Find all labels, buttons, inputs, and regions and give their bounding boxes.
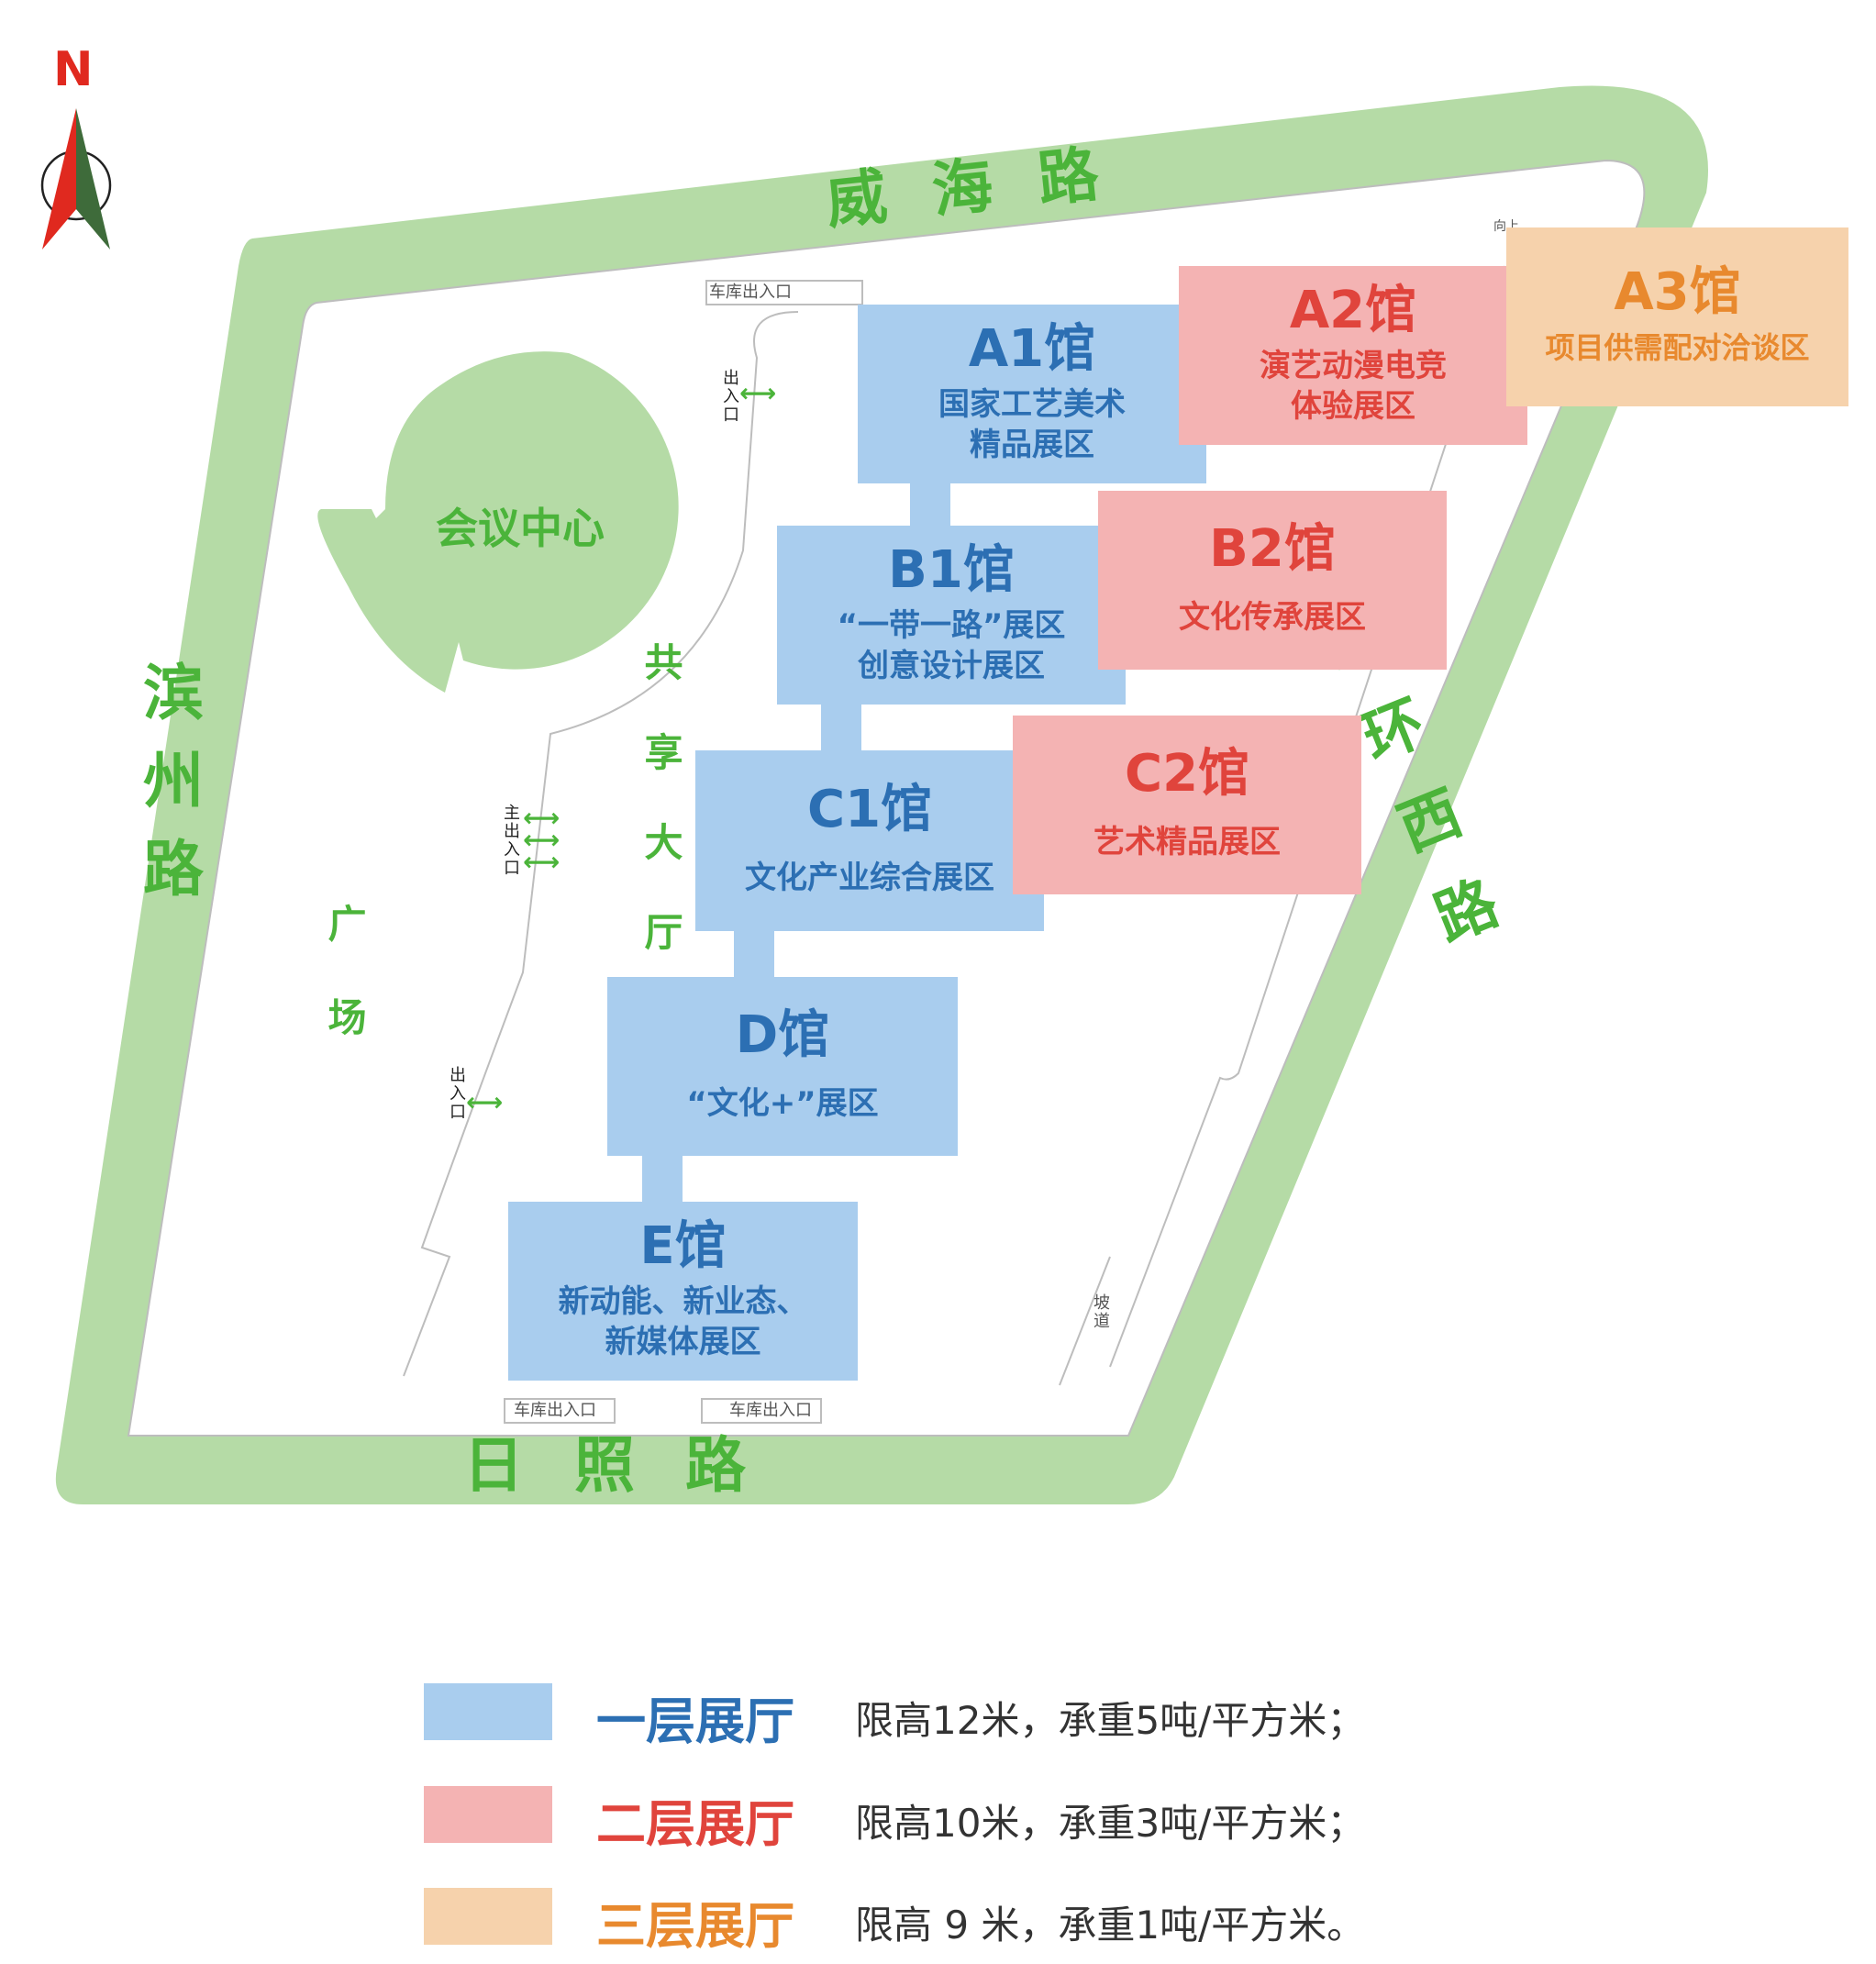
hall-a1-title: A1馆 xyxy=(968,318,1096,379)
hall-a2[interactable]: A2馆 演艺动漫电竞 体验展区 xyxy=(1179,266,1527,445)
hall-b2-line-1: 文化传承展区 xyxy=(1179,598,1366,636)
lobby-label: 共享大厅 xyxy=(638,642,683,1002)
compass-label: N xyxy=(53,42,94,97)
legend-desc-floor-2: 限高10米，承重3吨/平方米； xyxy=(855,1801,1366,1846)
garage-marker-south-2 xyxy=(701,1398,822,1424)
legend-swatch-floor-1 xyxy=(424,1683,552,1740)
hall-c2[interactable]: C2馆 艺术精品展区 xyxy=(1013,716,1361,894)
connector-b1-c1 xyxy=(821,702,861,752)
hall-c1-line-1: 文化产业综合展区 xyxy=(745,859,994,896)
hall-e[interactable]: E馆 新动能、新业态、 新媒体展区 xyxy=(508,1202,858,1381)
hall-a1-line-2: 精品展区 xyxy=(970,426,1094,463)
hall-b1-line-2: 创意设计展区 xyxy=(858,647,1045,684)
hall-b1-line-1: “一带一路”展区 xyxy=(837,606,1066,644)
main-entrance-arrow-2: ⟷ xyxy=(523,825,561,855)
connector-d-e xyxy=(642,1153,683,1204)
hall-d-title: D馆 xyxy=(735,1005,830,1065)
plaza-label: 广场 xyxy=(322,904,367,1091)
legend-title-floor-1: 一层展厅 xyxy=(596,1692,794,1750)
ramp-label: 坡道 xyxy=(1091,1293,1110,1330)
garage-entrance-south-2: 车库出入口 xyxy=(729,1401,812,1420)
ramp-line xyxy=(1059,1256,1111,1386)
entrance-arrow-north: ⟷ xyxy=(739,378,777,408)
hall-a1-line-1: 国家工艺美术 xyxy=(938,385,1126,423)
hall-b1-title: B1馆 xyxy=(888,539,1015,600)
hall-e-line-1: 新动能、新业态、 xyxy=(558,1282,808,1320)
garage-entrance-south-1: 车库出入口 xyxy=(514,1401,596,1420)
hall-b2[interactable]: B2馆 文化传承展区 xyxy=(1098,491,1447,670)
hall-c1[interactable]: C1馆 文化产业综合展区 xyxy=(695,750,1044,931)
main-entrance-arrow-3: ⟷ xyxy=(523,847,561,877)
east-drive xyxy=(1109,265,1505,1368)
hall-b2-title: B2馆 xyxy=(1209,519,1336,579)
hall-d-line-1: “文化+”展区 xyxy=(686,1084,879,1122)
hall-a2-line-1: 演艺动漫电竞 xyxy=(1260,347,1447,384)
legend-desc-floor-3: 限高 9 米，承重1吨/平方米。 xyxy=(855,1903,1366,1947)
main-entrance-label: 主出入口 xyxy=(501,804,520,877)
main-entrance-arrow-1: ⟷ xyxy=(523,803,561,833)
road-south: 日照路 xyxy=(463,1430,796,1501)
hall-a3-title: A3馆 xyxy=(1614,262,1741,323)
hall-c2-line-1: 艺术精品展区 xyxy=(1093,823,1281,860)
hall-a2-title: A2馆 xyxy=(1289,280,1417,340)
hall-e-title: E馆 xyxy=(639,1215,727,1276)
connector-a1-b1 xyxy=(910,482,950,527)
hall-a1[interactable]: A1馆 国家工艺美术 精品展区 xyxy=(858,305,1206,483)
compass-icon xyxy=(40,108,112,250)
conference-center-label: 会议中心 xyxy=(436,504,605,553)
garage-entrance-north: 车库出入口 xyxy=(709,283,792,302)
entrance-arrow-south: ⟷ xyxy=(466,1087,504,1117)
garage-marker-north xyxy=(705,280,863,305)
hall-a2-line-2: 体验展区 xyxy=(1291,387,1415,425)
legend-title-floor-2: 二层展厅 xyxy=(596,1795,794,1853)
garage-marker-south-1 xyxy=(504,1398,616,1424)
connector-c1-d xyxy=(734,928,774,979)
road-west: 滨州路 xyxy=(133,660,204,925)
hall-a3-line-1: 项目供需配对洽谈区 xyxy=(1545,330,1810,366)
legend-swatch-floor-2 xyxy=(424,1786,552,1843)
entrance-label-north: 出入口 xyxy=(720,369,739,424)
hall-d[interactable]: D馆 “文化+”展区 xyxy=(607,977,958,1156)
entrance-label-south: 出入口 xyxy=(447,1066,466,1121)
plaza-path xyxy=(403,311,799,1377)
legend-title-floor-3: 三层展厅 xyxy=(596,1897,794,1955)
hall-e-line-2: 新媒体展区 xyxy=(605,1323,761,1360)
hall-c2-title: C2馆 xyxy=(1124,744,1250,804)
hall-b1[interactable]: B1馆 “一带一路”展区 创意设计展区 xyxy=(777,526,1126,705)
conference-center-shape xyxy=(317,351,679,693)
legend-swatch-floor-3 xyxy=(424,1888,552,1945)
hall-c1-title: C1馆 xyxy=(806,780,933,839)
legend-desc-floor-1: 限高12米，承重5吨/平方米； xyxy=(855,1698,1366,1743)
hall-a3[interactable]: A3馆 项目供需配对洽谈区 xyxy=(1506,227,1848,406)
